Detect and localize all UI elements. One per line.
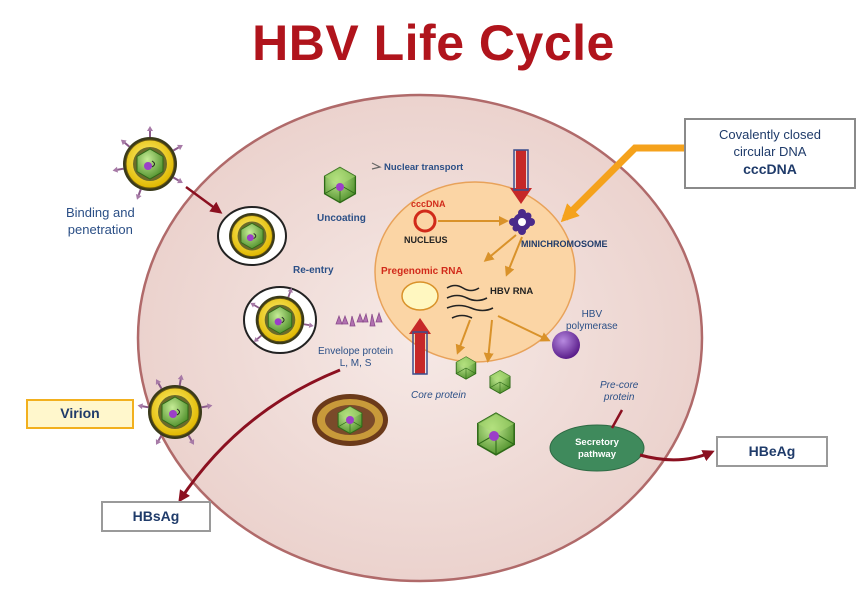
cccdna-box-line1: Covalently closed <box>719 127 821 142</box>
label-cccdna: cccDNA <box>411 199 446 209</box>
capsid-core <box>336 183 344 191</box>
cccdna-callout-arrow <box>560 144 684 223</box>
cccdna-box-line3: cccDNA <box>743 161 797 177</box>
rna-strand-icon <box>446 284 494 319</box>
virion-icon <box>228 212 276 260</box>
label-binding: Binding and penetration <box>66 205 135 237</box>
entry-arrow <box>185 185 223 214</box>
label-nucleus: NUCLEUS <box>404 235 448 245</box>
label-nuclear-transport: Nuclear transport <box>384 162 464 173</box>
page-title: HBV Life Cycle <box>252 15 615 71</box>
virion-icon <box>111 125 186 202</box>
polymerase-icon <box>552 331 580 359</box>
label-uncoating: Uncoating <box>317 213 366 224</box>
label-hbv-polymerase: HBV polymerase <box>566 309 618 332</box>
label-hbv-rna: HBV RNA <box>490 286 534 297</box>
cccdna-circle <box>413 209 437 233</box>
label-core-protein: Core protein <box>411 390 467 401</box>
label-reentry: Re-entry <box>293 265 334 276</box>
label-pregenomic-rna: Pregenomic RNA <box>381 266 463 277</box>
label-secretory-pathway: Secretory pathway <box>575 437 619 460</box>
pregenomic-rna-oval <box>401 281 439 311</box>
hbsag-secretion-arrow <box>178 368 341 503</box>
cccdna-box-line2: circular DNA <box>733 144 807 159</box>
label-envelope-protein: Envelope protein L, M, S <box>318 346 394 369</box>
cccdna-callout-box: Covalently closed circular DNA cccDNA <box>684 118 856 189</box>
precore-link <box>610 409 624 429</box>
capsid-core <box>489 431 499 441</box>
secretory-pathway <box>549 424 645 472</box>
transcription-arrow <box>510 149 532 204</box>
envelope-protein-icon <box>335 311 383 327</box>
hbeag-secretion-arrow <box>639 450 715 462</box>
virion-box: Virion <box>26 399 134 429</box>
nuclear-flow-arrows <box>438 216 551 363</box>
nuclear-transport-mark <box>371 162 382 170</box>
label-minichromosome: MINICHROMOSOME <box>521 239 608 249</box>
hbeag-box: HBeAg <box>716 436 828 467</box>
virion-icon <box>312 394 388 446</box>
hbsag-box: HBsAg <box>101 501 211 532</box>
minichromosome-icon <box>509 209 535 235</box>
label-precore-protein: Pre-core protein <box>600 380 639 403</box>
reverse-transcription-arrow <box>409 318 431 375</box>
